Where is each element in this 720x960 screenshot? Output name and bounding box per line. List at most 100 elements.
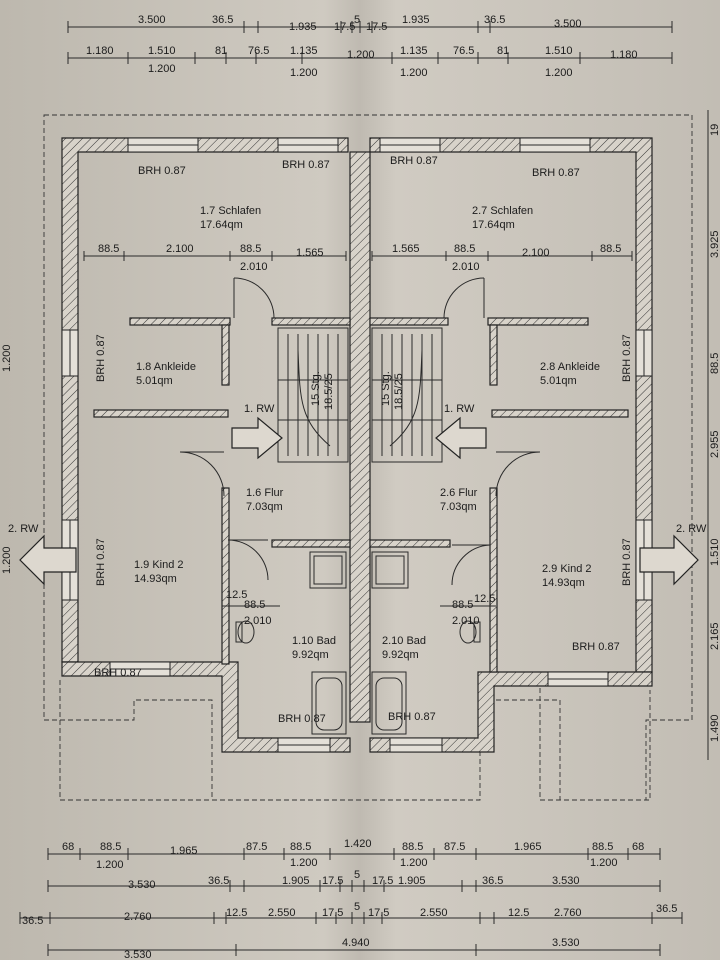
dim-bottom-3: 5 bbox=[354, 901, 360, 913]
room-area: 9.92qm bbox=[382, 649, 419, 661]
escape-label: 1. RW bbox=[444, 403, 475, 415]
dim-left: 1.200 bbox=[1, 344, 13, 372]
dim-top-1: 17.5 bbox=[334, 21, 355, 33]
dim-bottom-1: 68 bbox=[62, 841, 74, 853]
dim-bath: 88.5 bbox=[244, 599, 265, 611]
dim-inner: 2.100 bbox=[522, 247, 550, 259]
dim-top-1: 1.935 bbox=[289, 21, 317, 33]
brh-label: BRH 0.87 bbox=[138, 165, 186, 177]
room-labels: 1.7 Schlafen 17.64qm 2.7 Schlafen 17.64q… bbox=[134, 205, 600, 661]
brh-label: BRH 0.87 bbox=[94, 667, 142, 679]
room-name: 2.8 Ankleide bbox=[540, 361, 600, 373]
brh-labels: BRH 0.87 BRH 0.87 BRH 0.87 BRH 0.87 BRH … bbox=[94, 155, 633, 725]
dim-top-1: 36.5 bbox=[212, 14, 233, 26]
bath-fixtures-left bbox=[235, 551, 347, 735]
room-area: 14.93qm bbox=[542, 577, 585, 589]
dim-bottom-3: 17.5 bbox=[368, 907, 389, 919]
dim-bottom-1: 87.5 bbox=[444, 841, 465, 853]
dim-top-1: 3.500 bbox=[554, 18, 582, 30]
escape-arrow-1rw-left bbox=[231, 416, 283, 460]
brh-label: BRH 0.87 bbox=[532, 167, 580, 179]
dim-top-2-sub: 1.200 bbox=[148, 63, 176, 75]
dim-right: 2.165 bbox=[709, 622, 720, 650]
dim-top-2: 1.510 bbox=[545, 45, 573, 57]
dim-top-2-sub: 1.200 bbox=[545, 67, 573, 79]
dim-inner: 1.565 bbox=[296, 247, 324, 259]
dim-bottom-1: 68 bbox=[632, 841, 644, 853]
dim-bottom-2: 17.5 bbox=[322, 875, 343, 887]
dim-top-1: 36.5 bbox=[484, 14, 505, 26]
stair-label-left: 15 Stg. bbox=[310, 371, 322, 406]
room-area: 7.03qm bbox=[246, 501, 283, 513]
dim-bottom-1: 88.5 bbox=[592, 841, 613, 853]
top-dimensions: 3.500 36.5 1.935 17.5 5 17.5 1.935 36.5 … bbox=[67, 14, 673, 79]
windows bbox=[61, 137, 653, 753]
brh-label: BRH 0.87 bbox=[388, 711, 436, 723]
room-name: 2.6 Flur bbox=[440, 487, 478, 499]
staircase-right bbox=[371, 327, 443, 463]
dim-right: 1.510 bbox=[709, 538, 720, 566]
dim-inner: 2.010 bbox=[240, 261, 268, 273]
brh-label: BRH 0.87 bbox=[390, 155, 438, 167]
dim-bath: 12.5 bbox=[474, 593, 495, 605]
brh-label: BRH 0.87 bbox=[621, 334, 633, 382]
dim-inner: 2.010 bbox=[452, 261, 480, 273]
room-name: 1.9 Kind 2 bbox=[134, 559, 184, 571]
dim-bottom-3: 12.5 bbox=[226, 907, 247, 919]
dim-top-2: 1.200 bbox=[347, 49, 375, 61]
dim-inner: 88.5 bbox=[240, 243, 261, 255]
room-name: 2.7 Schlafen bbox=[472, 205, 533, 217]
room-area: 17.64qm bbox=[472, 219, 515, 231]
interior-walls bbox=[93, 317, 629, 673]
dim-bottom-3: 2.760 bbox=[554, 907, 582, 919]
right-dimensions: 19 3.925 88.5 2.955 1.510 2.165 1.490 bbox=[707, 110, 720, 760]
left-dimensions: 1.200 1.200 bbox=[1, 344, 13, 574]
dim-bath: 2.010 bbox=[452, 615, 480, 627]
room-name: 1.8 Ankleide bbox=[136, 361, 196, 373]
dim-inner: 88.5 bbox=[454, 243, 475, 255]
bottom-dimensions: 68 88.5 1.965 87.5 88.5 1.420 88.5 87.5 … bbox=[19, 838, 683, 960]
doors bbox=[179, 277, 541, 586]
dim-bottom-3: 2.550 bbox=[420, 907, 448, 919]
dim-top-2: 81 bbox=[215, 45, 227, 57]
dim-bottom-3: 36.5 bbox=[656, 903, 677, 915]
room-name: 2.9 Kind 2 bbox=[542, 563, 592, 575]
dim-right: 88.5 bbox=[709, 353, 720, 374]
dim-inner: 2.100 bbox=[166, 243, 194, 255]
dim-bottom-1: 1.965 bbox=[170, 845, 198, 857]
dim-top-1: 5 bbox=[354, 14, 360, 26]
brh-label: BRH 0.87 bbox=[621, 538, 633, 586]
dim-bottom-2: 1.905 bbox=[398, 875, 426, 887]
dim-bottom-3: 2.550 bbox=[268, 907, 296, 919]
dim-bottom-4: 3.530 bbox=[552, 937, 580, 949]
dim-bath: 2.010 bbox=[244, 615, 272, 627]
dim-bath: 88.5 bbox=[452, 599, 473, 611]
dim-bottom-3: 36.5 bbox=[22, 915, 43, 927]
dim-top-1: 17.5 bbox=[366, 21, 387, 33]
stair-label-right: 15 Stg. bbox=[380, 371, 392, 406]
stair-label-left: 18.5/25 bbox=[323, 373, 335, 410]
dim-left: 1.200 bbox=[1, 546, 13, 574]
brh-label: BRH 0.87 bbox=[572, 641, 620, 653]
dim-top-2-sub: 1.200 bbox=[400, 67, 428, 79]
brh-label: BRH 0.87 bbox=[95, 538, 107, 586]
room-name: 2.10 Bad bbox=[382, 635, 426, 647]
room-area: 5.01qm bbox=[540, 375, 577, 387]
escape-arrow-2rw-right bbox=[639, 534, 699, 586]
dim-right: 19 bbox=[709, 124, 720, 136]
dim-bottom-1: 88.5 bbox=[402, 841, 423, 853]
dim-bath: 12.5 bbox=[226, 589, 247, 601]
dim-inner: 1.565 bbox=[392, 243, 420, 255]
dim-bottom-1: 88.5 bbox=[100, 841, 121, 853]
room-name: 1.10 Bad bbox=[292, 635, 336, 647]
dim-bottom-2: 5 bbox=[354, 869, 360, 881]
bath-fixtures-right bbox=[371, 551, 481, 735]
dim-top-2: 1.180 bbox=[86, 45, 114, 57]
dim-right: 1.490 bbox=[709, 714, 720, 742]
staircase-left bbox=[277, 327, 349, 463]
dim-bottom-1-sub: 1.200 bbox=[590, 857, 618, 869]
dim-bottom-3: 2.760 bbox=[124, 911, 152, 923]
escape-label: 2. RW bbox=[8, 523, 39, 535]
dim-bottom-1-sub: 1.200 bbox=[96, 859, 124, 871]
